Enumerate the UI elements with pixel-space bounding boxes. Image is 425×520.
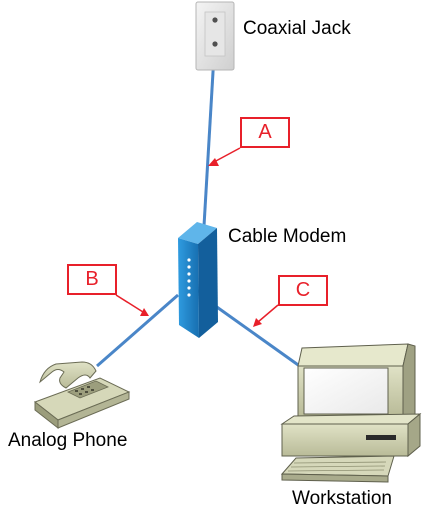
- workstation-label: Workstation: [292, 488, 392, 509]
- callout-b: B: [67, 264, 117, 295]
- callout-c-text: C: [295, 279, 311, 301]
- callout-a: A: [240, 117, 290, 148]
- analog-phone-icon: [33, 361, 131, 430]
- callout-arrow-b: [115, 294, 149, 316]
- callout-a-text: A: [258, 121, 272, 143]
- analog-phone-label: Analog Phone: [8, 430, 128, 451]
- coaxial-jack-icon: [195, 1, 235, 71]
- cable-modem-label: Cable Modem: [228, 226, 347, 247]
- cable-modem-icon: [178, 222, 218, 338]
- link-c: [213, 303, 302, 369]
- callout-b-text: B: [85, 268, 99, 290]
- link-b: [96, 293, 179, 368]
- link-a: [202, 54, 216, 227]
- callout-c: C: [278, 275, 328, 306]
- coaxial-jack-label: Coaxial Jack: [243, 18, 351, 39]
- callout-arrow-c: [253, 304, 279, 327]
- workstation-icon: [280, 343, 422, 483]
- callout-arrow-a: [208, 147, 241, 166]
